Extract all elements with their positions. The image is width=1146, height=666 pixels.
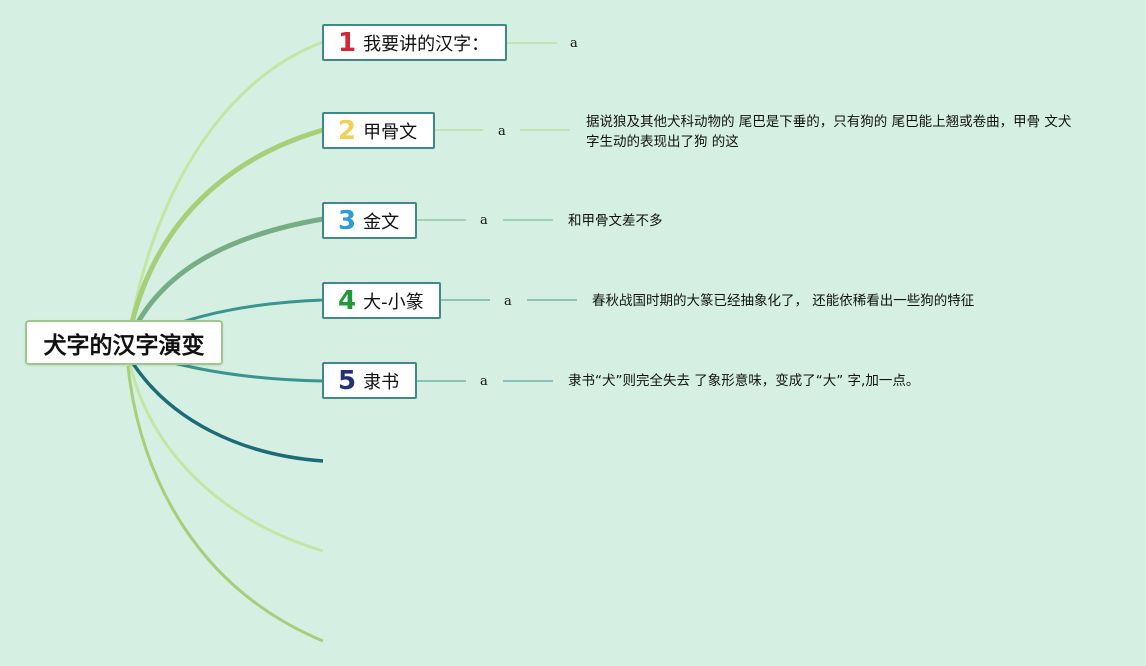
topic-number-2: 2 — [338, 115, 357, 146]
subtopic-2[interactable]: a — [498, 124, 506, 139]
branch-line-7 — [128, 363, 324, 553]
branch-line-6 — [130, 361, 324, 463]
topic-number-1: 1 — [338, 27, 357, 58]
topic-number-4: 4 — [338, 285, 357, 316]
branch-line-3 — [127, 216, 324, 340]
branch-line-1 — [126, 40, 324, 343]
topic-node-3[interactable]: 3 金文 — [322, 202, 417, 239]
topic-label-5: 隶书 — [363, 371, 400, 393]
subtopic-4[interactable]: a — [504, 294, 512, 309]
topic-node-4[interactable]: 4 大-小篆 — [322, 282, 441, 319]
subtopic-3[interactable]: a — [480, 213, 488, 228]
topic-label-3: 金文 — [363, 211, 400, 233]
central-topic[interactable]: 犬字的汉字演变 — [25, 320, 223, 365]
topic-node-5[interactable]: 5 隶书 — [322, 362, 417, 399]
topic-label-2: 甲骨文 — [363, 121, 418, 143]
topic-label-4: 大-小篆 — [363, 291, 424, 313]
branch-line-5 — [169, 360, 324, 383]
branch-line-8 — [126, 365, 324, 643]
central-topic-label: 犬字的汉字演变 — [43, 332, 205, 359]
topic-node-1[interactable]: 1 我要讲的汉字： — [322, 24, 507, 61]
note-5: 隶书“犬”则完全失去 了象形意味，变成了“大” 字,加一点。 — [568, 373, 920, 389]
topic-number-3: 3 — [338, 205, 357, 236]
note-4: 春秋战国时期的大篆已经抽象化了， 还能依稀看出一些狗的特征 — [592, 293, 975, 309]
note-3: 和甲骨文差不多 — [568, 213, 663, 229]
topic-number-5: 5 — [338, 365, 357, 396]
topic-label-1: 我要讲的汉字： — [363, 33, 490, 55]
branch-line-2 — [125, 127, 324, 341]
subtopic-1[interactable]: a — [570, 36, 578, 51]
topic-node-2[interactable]: 2 甲骨文 — [322, 112, 435, 149]
note-2: 据说狼及其他犬科动物的 尾巴是下垂的，只有狗的 尾巴能上翘或卷曲，甲骨 文犬字生… — [586, 114, 1072, 150]
subtopic-5[interactable]: a — [480, 374, 488, 389]
